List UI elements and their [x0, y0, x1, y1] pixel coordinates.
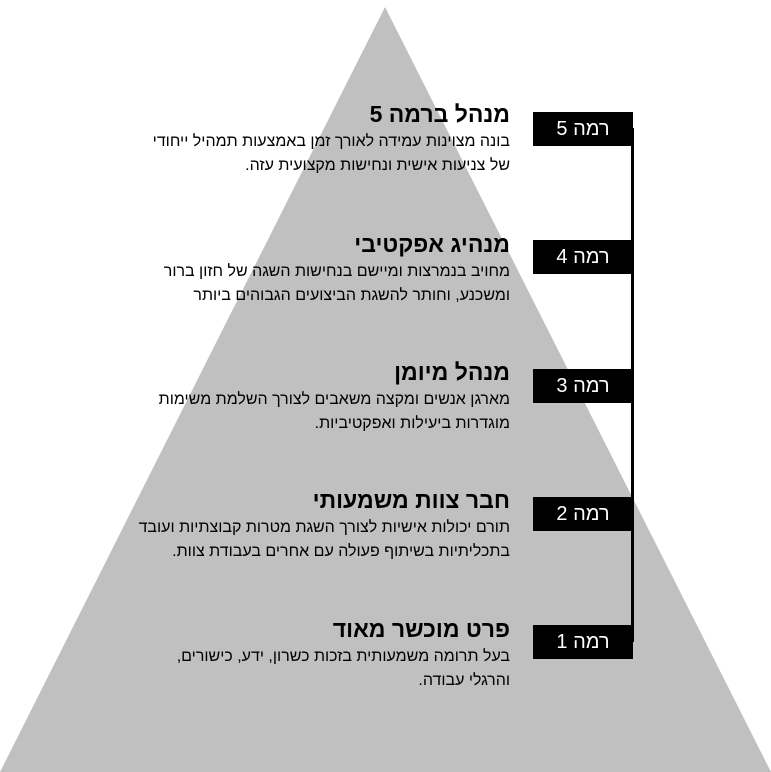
level-4-badge: רמה 4 — [533, 240, 633, 274]
level-4-description: מחויב בנמרצות ומיישם בנחישות השגה של חזו… — [164, 260, 510, 308]
level-1-block: פרט מוכשר מאוד בעל תרומה משמעותית בזכות … — [177, 615, 510, 693]
level-2-description: תורם יכולות אישיות לצורך השגת מטרות קבוצ… — [139, 516, 510, 564]
level-5-title: מנהל ברמה 5 — [369, 101, 510, 127]
level-1-description-line: בעל תרומה משמעותית בזכות כשרון, ידע, כיש… — [176, 648, 510, 665]
level-2-badge: רמה 2 — [533, 497, 633, 531]
level-5-block: מנהל ברמה 5 בונה מצוינות עמידה לאורך זמן… — [153, 100, 510, 178]
level-1-badge: רמה 1 — [533, 625, 633, 659]
level-3-block: מנהל מיומן מארגן אנשים ומקצה משאבים לצור… — [159, 358, 510, 436]
level-5-description-line: בונה מצוינות עמידה לאורך זמן באמצעות תמה… — [152, 133, 510, 150]
level-2-description-line: בתכליתיות בשיתוף פעולה עם אחרים בעבודת צ… — [172, 543, 510, 560]
level-4-block: מנהיג אפקטיבי מחויב בנמרצות ומיישם בנחיש… — [164, 230, 510, 308]
level-4-description-line: מחויב בנמרצות ומיישם בנחישות השגה של חזו… — [163, 263, 510, 280]
level-3-badge: רמה 3 — [533, 369, 633, 403]
level-5-badge: רמה 5 — [533, 112, 633, 146]
level-5-description-line: של צניעות אישית ונחישות מקצועית עזה. — [245, 157, 510, 174]
level-1-title: פרט מוכשר מאוד — [332, 616, 510, 642]
level-1-description: בעל תרומה משמעותית בזכות כשרון, ידע, כיש… — [177, 645, 510, 693]
level-1-description-line: והרגלי עבודה. — [418, 672, 510, 689]
level-2-block: חבר צוות משמעותי תורם יכולות אישיות לצור… — [139, 486, 510, 564]
level-4-description-line: ומשכנע, וחותר להשגת הביצועים הגבוהים ביו… — [193, 287, 510, 304]
level-3-title: מנהל מיומן — [394, 359, 510, 385]
pyramid-triangle — [0, 7, 771, 772]
level-3-description-line: מארגן אנשים ומקצה משאבים לצורך השלמת משי… — [158, 391, 510, 408]
level-3-description: מארגן אנשים ומקצה משאבים לצורך השלמת משי… — [159, 388, 510, 436]
level-5-description: בונה מצוינות עמידה לאורך זמן באמצעות תמה… — [153, 130, 510, 178]
level-4-title: מנהיג אפקטיבי — [354, 231, 510, 257]
level-2-description-line: תורם יכולות אישיות לצורך השגת מטרות קבוצ… — [138, 519, 510, 536]
level-3-description-line: מוגדרות ביעילות ואפקטיביות. — [314, 415, 510, 432]
level-2-title: חבר צוות משמעותי — [312, 487, 510, 513]
